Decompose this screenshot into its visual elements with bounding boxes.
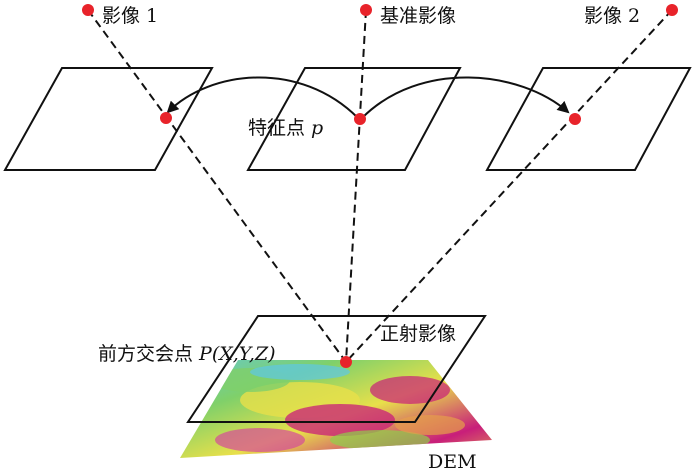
feature-point-prefix: 特征点 <box>248 117 311 139</box>
image-2-point <box>569 113 581 125</box>
match-arrow-left <box>166 76 359 119</box>
label-feature-point: 特征点 p <box>248 117 323 139</box>
dem-terrain <box>180 360 492 458</box>
label-image-2: 影像 2 <box>584 5 640 27</box>
label-base-image: 基准影像 <box>380 5 456 27</box>
label-dem: DEM <box>428 451 477 472</box>
feature-point <box>354 113 366 125</box>
label-ortho-image: 正射影像 <box>380 323 456 345</box>
camera-point-1 <box>82 4 94 16</box>
image-1-point <box>160 112 172 124</box>
image-1-frame <box>3 67 214 171</box>
intersection-point <box>340 356 352 368</box>
ray-image-2 <box>345 9 673 363</box>
feature-point-var: p <box>311 117 323 139</box>
image-2-frame <box>485 67 692 171</box>
camera-point-base <box>360 4 372 16</box>
ray-base-image <box>345 9 367 363</box>
intersection-var: P(X,Y,Z) <box>198 343 276 365</box>
camera-point-2 <box>666 4 678 16</box>
label-intersection: 前方交会点 P(X,Y,Z) <box>98 343 276 365</box>
ray-image-1 <box>87 9 347 363</box>
base-image-frame <box>246 67 462 171</box>
label-image-1: 影像 1 <box>102 5 158 27</box>
ortho-image-frame <box>186 315 487 423</box>
intersection-prefix: 前方交会点 <box>98 343 199 365</box>
match-arrow-right <box>361 76 570 119</box>
